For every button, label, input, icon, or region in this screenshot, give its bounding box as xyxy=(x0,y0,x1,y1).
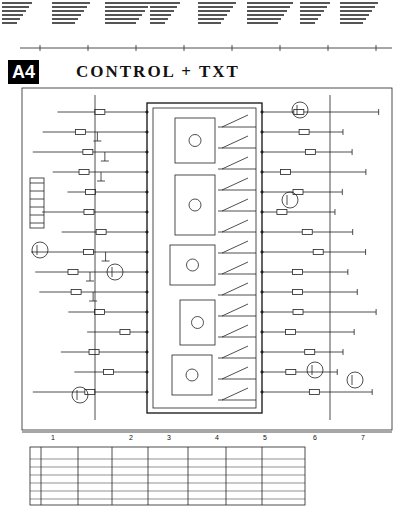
grid-number: 3 xyxy=(166,434,172,441)
grid-number: 2 xyxy=(128,434,134,441)
section-badge: A4 xyxy=(8,60,39,84)
header-stripe xyxy=(198,2,236,4)
header-stripe xyxy=(340,10,372,12)
header-stripe xyxy=(300,6,327,8)
header-stripe xyxy=(340,2,378,4)
sheet-title: CONTROL + TXT xyxy=(76,62,240,82)
header-stripe xyxy=(105,14,142,16)
header-stripe xyxy=(340,14,369,16)
header-stripe xyxy=(2,22,17,24)
header-stripe xyxy=(105,6,148,8)
header-stripe xyxy=(247,6,290,8)
header-stripe xyxy=(52,2,90,4)
header-stripe xyxy=(105,2,151,4)
grid-number: 6 xyxy=(312,434,318,441)
section-label: A4 xyxy=(12,63,35,81)
header-stripe xyxy=(150,22,165,24)
header-stripe xyxy=(105,22,136,24)
header-stripe xyxy=(340,6,375,8)
grid-number: 4 xyxy=(214,434,220,441)
header-stripe xyxy=(52,14,81,16)
header-stripe xyxy=(340,18,366,20)
header-stripe xyxy=(198,14,227,16)
header-stripe xyxy=(198,18,224,20)
header-stripe xyxy=(340,22,363,24)
schematic-wiring xyxy=(20,45,392,505)
header-stripe xyxy=(300,22,315,24)
header-stripe xyxy=(52,18,78,20)
header-stripe xyxy=(247,18,281,20)
header-stripe xyxy=(300,18,318,20)
header-stripe xyxy=(247,10,287,12)
bottom-table xyxy=(30,447,305,505)
header-stripe xyxy=(2,6,29,8)
header-stripe xyxy=(150,14,171,16)
header-stripe xyxy=(105,18,139,20)
grid-number: 1 xyxy=(50,434,56,441)
header-stripe xyxy=(52,6,87,8)
header-stripe xyxy=(150,6,177,8)
grid-number: 7 xyxy=(360,434,366,441)
header-stripe xyxy=(198,22,221,24)
header-stripe xyxy=(300,2,330,4)
header-stripe xyxy=(2,18,20,20)
header-stripe xyxy=(198,6,233,8)
header-stripe xyxy=(247,2,293,4)
header-stripe xyxy=(247,22,278,24)
header-stripe xyxy=(2,14,23,16)
header-stripe xyxy=(52,10,84,12)
header-stripe xyxy=(150,2,180,4)
header-stripe xyxy=(150,10,174,12)
header-stripe xyxy=(105,10,145,12)
header-stripe xyxy=(300,10,324,12)
header-stripe xyxy=(247,14,284,16)
header-stripe xyxy=(198,10,230,12)
header-stripe xyxy=(2,2,32,4)
header-stripe xyxy=(150,18,168,20)
header-stripe xyxy=(2,10,26,12)
grid-number: 5 xyxy=(262,434,268,441)
header-stripe xyxy=(300,14,321,16)
header-stripe xyxy=(52,22,75,24)
